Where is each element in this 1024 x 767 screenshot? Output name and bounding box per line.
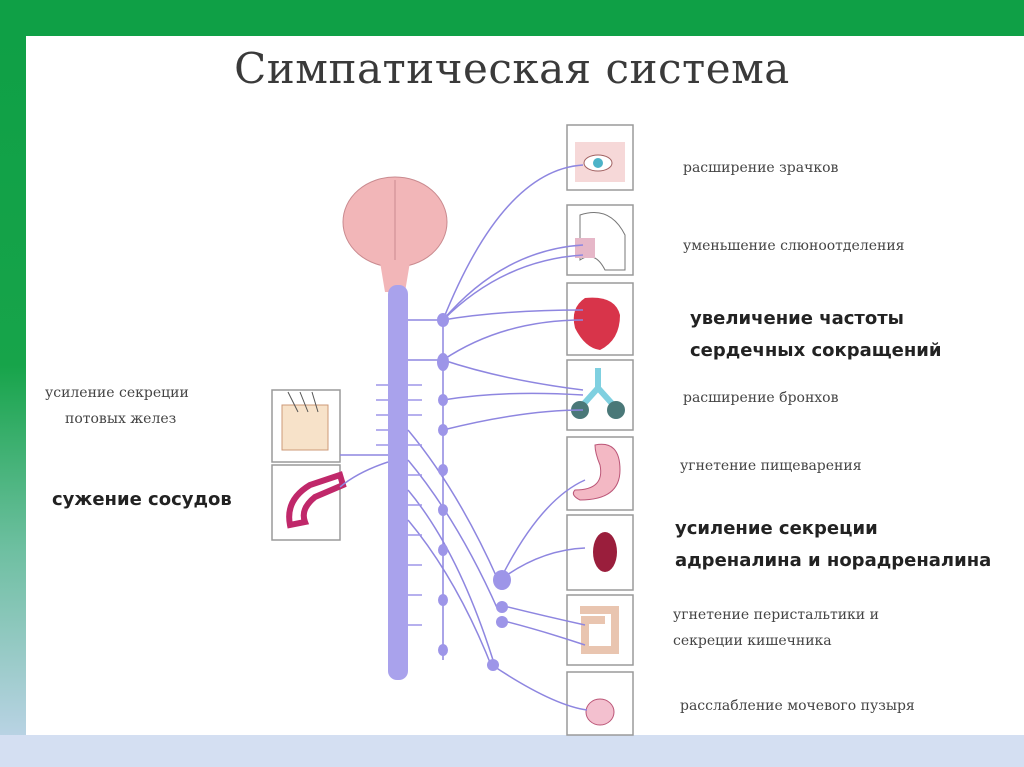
pupil-icon [593,158,603,168]
salivary-gland-icon [575,238,595,258]
effect-heart-rate-line1: увеличение частоты [690,308,904,329]
skin-icon [281,404,329,451]
effect-bronchi-dilation: расширение бронхов [683,390,839,406]
slide-area [26,36,1012,735]
brainstem-icon [380,262,410,292]
effect-peristalsis-line1: угнетение перистальтики и [673,607,879,623]
effect-adrenaline-line1: усиление секреции [675,518,878,539]
adrenal-kidney-icon [593,532,617,572]
effect-vasoconstriction: сужение сосудов [52,489,232,510]
effect-sweat-line1: усиление секреции [45,385,189,401]
stomach-icon [572,443,621,501]
heart-icon [573,297,620,350]
effect-bladder-relaxation: расслабление мочевого пузыря [680,698,915,714]
effect-adrenaline-line2: адреналина и норадреналина [675,550,992,571]
effect-pupil-dilation: расширение зрачков [683,160,839,176]
effect-salivation-decrease: уменьшение слюноотделения [683,238,905,254]
ganglia-chain [437,313,511,671]
spinal-cord [388,285,408,680]
bottom-frame-bar [0,735,1024,767]
intestine-icon [580,606,619,654]
effect-digestion-inhibition: угнетение пищеварения [680,458,862,474]
top-frame-bar [0,0,1024,36]
left-frame-bar [0,36,26,767]
effect-sweat-line2: потовых желез [65,411,177,427]
effect-heart-rate-line2: сердечных сокращений [690,340,942,361]
effect-peristalsis-line2: секреции кишечника [673,633,832,649]
slide-title: Симпатическая система [234,44,790,93]
intestine-box [566,594,634,666]
bladder-icon [585,698,615,726]
spinal-nerve-ticks [376,384,422,626]
